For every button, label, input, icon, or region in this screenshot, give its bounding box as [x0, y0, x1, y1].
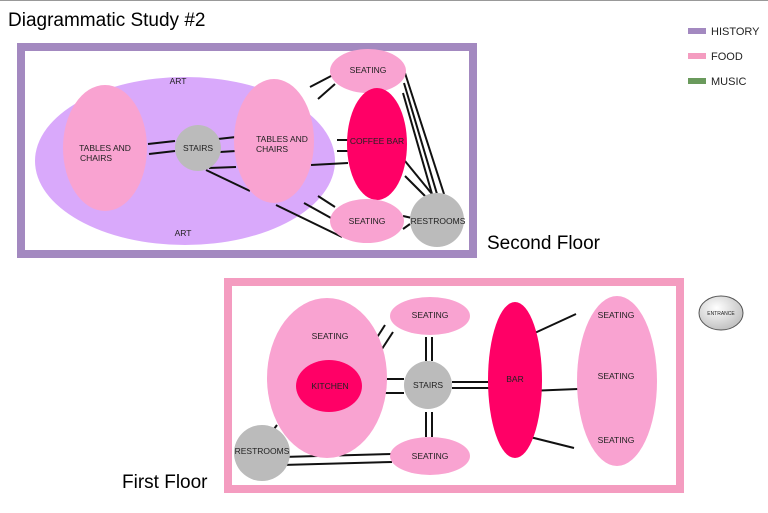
- coffee-bar-label: COFFEE BAR: [350, 136, 404, 146]
- legend-label-music: MUSIC: [711, 76, 747, 88]
- legend-swatch-history: [688, 28, 706, 34]
- tables-and-chairs-left: [63, 85, 147, 211]
- tables-and-chairs-right: [234, 79, 314, 203]
- seating-bottom-label: SEATING: [412, 451, 449, 461]
- seating-right-node: [577, 296, 657, 466]
- seating-bottom-label: SEATING: [349, 216, 386, 226]
- seating-top-label: SEATING: [412, 310, 449, 320]
- bar-node: [488, 302, 542, 458]
- bar-label: BAR: [506, 374, 523, 384]
- stairs-label: STAIRS: [413, 380, 443, 390]
- seating-right-top-label: SEATING: [598, 310, 635, 320]
- seating-top-node: [330, 49, 406, 93]
- tables-right-label-1: TABLES AND: [256, 134, 308, 144]
- restrooms-node: [410, 193, 464, 247]
- art-label-top: ART: [170, 76, 187, 86]
- legend: HISTORY FOOD MUSIC: [688, 26, 760, 88]
- legend-label-food: FOOD: [711, 51, 743, 63]
- legend-label-history: HISTORY: [711, 26, 760, 38]
- restrooms-node: [234, 425, 290, 481]
- stairs-node: [404, 361, 452, 409]
- legend-swatch-music: [688, 78, 706, 84]
- first-floor-caption: First Floor: [122, 472, 208, 493]
- art-label-bottom: ART: [175, 228, 192, 238]
- second-floor-plan: ART ART TABLES AND CHAIRS STAIRS TABLES …: [17, 43, 477, 258]
- tables-left-label-1: TABLES AND: [79, 143, 131, 153]
- restrooms-label: RESTROOMS: [411, 216, 466, 226]
- seating-top-node: [390, 297, 470, 335]
- stairs-node: [175, 125, 221, 171]
- seating-main-label: SEATING: [312, 331, 349, 341]
- tables-left-label-2: CHAIRS: [80, 153, 112, 163]
- kitchen-node: [296, 360, 362, 412]
- stairs-label: STAIRS: [183, 143, 213, 153]
- entrance-label: ENTRANCE: [707, 311, 735, 317]
- entrance-node: [698, 295, 744, 331]
- first-floor-plan: SEATING KITCHEN SEATING STAIRS SEATING B…: [224, 278, 684, 493]
- coffee-bar-node: [347, 88, 407, 200]
- page-title: Diagrammatic Study #2: [8, 10, 205, 31]
- second-floor-caption: Second Floor: [487, 233, 601, 254]
- kitchen-label: KITCHEN: [311, 381, 348, 391]
- seating-top-label: SEATING: [350, 65, 387, 75]
- legend-swatch-food: [688, 53, 706, 59]
- seating-right-mid-label: SEATING: [598, 371, 635, 381]
- seating-bottom-node: [390, 437, 470, 475]
- seating-right-bottom-label: SEATING: [598, 435, 635, 445]
- seating-bottom-node: [330, 199, 404, 243]
- tables-right-label-2: CHAIRS: [256, 144, 288, 154]
- restrooms-label: RESTROOMS: [235, 446, 290, 456]
- connector-lines: [147, 72, 445, 238]
